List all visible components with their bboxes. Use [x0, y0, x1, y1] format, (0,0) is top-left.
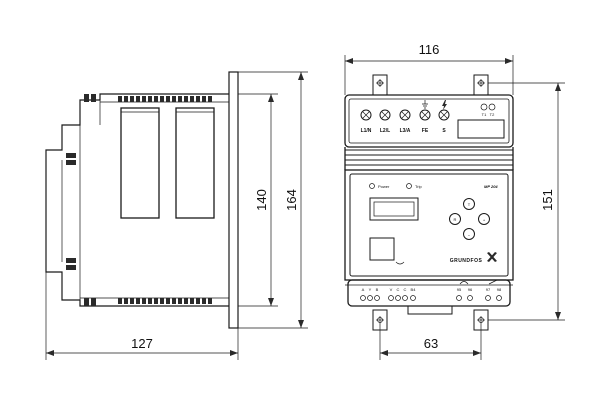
dim-164: 164	[238, 71, 308, 329]
side-mounting-plate	[228, 71, 239, 329]
dim-63: 63	[379, 324, 482, 360]
side-panel-left	[120, 107, 160, 219]
button-t-label: T	[468, 202, 471, 207]
front-view: L1/N L2/L L3/A FE S T1 T2 Power Trip MP …	[344, 42, 565, 360]
terminal-label-fe: FE	[422, 128, 429, 134]
terminal-label-b4: B4	[411, 287, 417, 292]
top-terminal-labels: L1/N L2/L L3/A FE S	[361, 128, 447, 134]
bottom-left-terminals: A Y B V C C B4	[360, 287, 417, 301]
terminal-label-c1: C	[397, 287, 400, 292]
button-r[interactable]	[449, 213, 461, 225]
ir-window	[369, 237, 395, 261]
terminal-label-c2: C	[404, 287, 407, 292]
terminal-label-96: 96	[468, 287, 473, 292]
contact-97-98-icon	[488, 279, 498, 285]
dim-140: 140	[238, 93, 278, 307]
side-view: 140 164 127	[45, 71, 308, 360]
terminal-label-l2l: L2/L	[380, 128, 390, 134]
model-label: MP 204	[484, 184, 498, 189]
contact-95-96-icon	[459, 281, 469, 285]
dim-151-label: 151	[540, 189, 555, 211]
brand-label: GRUNDFOS	[450, 258, 483, 264]
trip-led-icon	[406, 183, 412, 189]
terminal-label-t2: T2	[490, 112, 495, 117]
terminal-t2-screw	[488, 103, 496, 111]
terminal-label-s: S	[442, 128, 446, 134]
top-terminal-screws	[360, 109, 450, 121]
terminal-t1-screw	[480, 103, 488, 111]
terminal-label-97: 97	[486, 287, 491, 292]
power-led-icon	[369, 183, 375, 189]
led-label-power: Power	[378, 184, 390, 189]
dim-63-label: 63	[424, 336, 438, 351]
button-t[interactable]	[463, 198, 475, 210]
button-minus-label: −	[468, 233, 471, 238]
side-inner-lines	[61, 100, 229, 300]
lightning-icon	[442, 100, 447, 110]
terminal-label-98: 98	[497, 287, 502, 292]
side-panel-right	[175, 107, 215, 219]
din-rail-clip	[407, 305, 453, 315]
dim-151: 151	[488, 82, 565, 321]
terminal-label-l1n: L1/N	[361, 128, 372, 134]
terminal-label-t1: T1	[482, 112, 487, 117]
button-minus[interactable]	[463, 228, 475, 240]
terminal-label-a: A	[362, 287, 365, 292]
dim-164-label: 164	[284, 189, 299, 211]
earth-icon	[422, 100, 428, 109]
dim-140-label: 140	[254, 189, 269, 211]
side-vents-top	[84, 94, 212, 102]
terminal-label-l3a: L3/A	[400, 128, 411, 134]
button-plus-label: +	[483, 218, 486, 223]
ir-signal-icon	[395, 261, 405, 265]
button-plus[interactable]	[478, 213, 490, 225]
terminal-label-b: B	[376, 287, 379, 292]
side-vents-bottom	[84, 298, 212, 306]
dim-116-label: 116	[419, 42, 440, 57]
side-vents-left	[66, 153, 76, 270]
display-screen	[369, 197, 419, 221]
brand-x-icon	[487, 252, 497, 262]
front-upper-housing	[344, 94, 514, 148]
front-lower-housing	[347, 279, 511, 307]
dim-127-label: 127	[131, 336, 153, 351]
side-body-outline	[45, 93, 229, 307]
label-window	[457, 119, 505, 139]
bottom-right-terminals: 95 96 97 98	[456, 279, 502, 301]
dim-116: 116	[344, 42, 514, 95]
dim-127: 127	[45, 272, 239, 360]
terminal-label-95: 95	[457, 287, 462, 292]
terminal-label-y: Y	[369, 287, 372, 292]
control-panel	[349, 173, 509, 277]
led-label-trip: Trip	[415, 184, 423, 189]
terminal-label-v: V	[390, 287, 393, 292]
button-r-label: R	[454, 217, 457, 222]
button-group: T R + −	[449, 198, 490, 240]
